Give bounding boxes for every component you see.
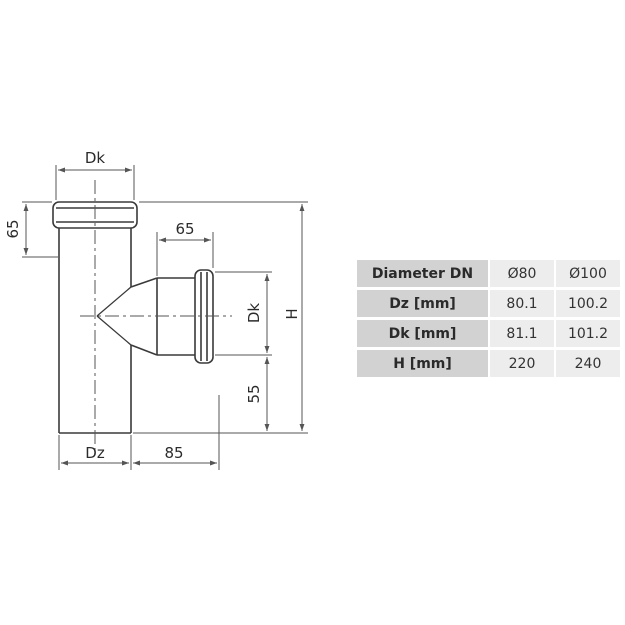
dim-label-h: H	[283, 308, 301, 319]
table-cell: 100.2	[556, 290, 620, 317]
branch-transition	[96, 277, 158, 356]
table-row-label: Dk [mm]	[357, 320, 490, 347]
dim-label-55: 55	[245, 384, 263, 403]
table-header-dn100: Ø100	[556, 260, 620, 287]
pipe-body	[58, 228, 132, 434]
dim-label-dz: Dz	[85, 444, 105, 462]
table-header-dn80: Ø80	[490, 260, 556, 287]
table-row: H [mm] 220 240	[357, 350, 620, 377]
table-row-label: Dz [mm]	[357, 290, 490, 317]
center-lines	[80, 180, 232, 450]
table-header-label: Diameter DN	[357, 260, 490, 287]
table-header-row: Diameter DN Ø80 Ø100	[357, 260, 620, 287]
table-cell: 80.1	[490, 290, 556, 317]
dimension-table: Diameter DN Ø80 Ø100 Dz [mm] 80.1 100.2 …	[357, 257, 620, 380]
table-cell: 220	[490, 350, 556, 377]
table-row: Dz [mm] 80.1 100.2	[357, 290, 620, 317]
dim-label-top-dk: Dk	[85, 149, 106, 167]
table-cell: 101.2	[556, 320, 620, 347]
dimension-lines	[22, 165, 308, 470]
table-cell: 240	[556, 350, 620, 377]
table-cell: 81.1	[490, 320, 556, 347]
dim-label-branch-dk: Dk	[245, 303, 263, 324]
dim-label-top-65: 65	[4, 219, 22, 238]
table-row-label: H [mm]	[357, 350, 490, 377]
table-row: Dk [mm] 81.1 101.2	[357, 320, 620, 347]
dim-label-branch-65: 65	[175, 220, 194, 238]
dim-label-85: 85	[164, 444, 183, 462]
